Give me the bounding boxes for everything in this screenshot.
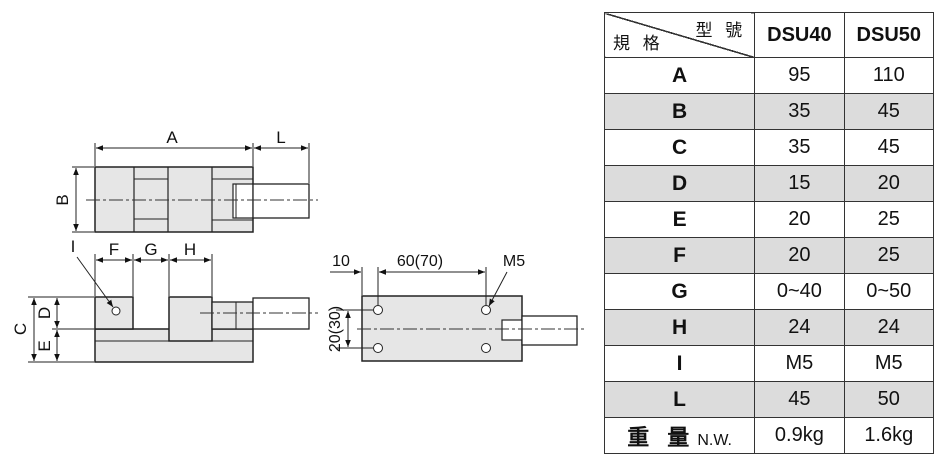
row-value-dsu50: 25 [843,201,935,238]
dim-label-a: A [166,128,178,147]
row-value-dsu40: 20 [754,237,845,274]
row-value-dsu50: 50 [843,381,935,418]
row-value-dsu50: 24 [843,309,935,346]
row-value-dsu40: M5 [754,345,845,382]
row-key: D [603,165,756,202]
table-row: F 20 25 [603,237,935,274]
end-screw-head [501,319,523,341]
weight-label-cn: 重 量 [627,424,696,450]
row-value-dsu40: 15 [754,165,845,202]
row-value-dsu50: 110 [843,57,935,94]
row-key: F [603,237,756,274]
row-key: C [603,129,756,166]
top-screw-shaft [252,183,310,219]
end-view: 10 60(70) M5 20(30) [327,253,586,362]
weight-value-dsu50: 1.6kg [843,417,935,454]
header-col-dsu50: DSU50 [843,12,935,58]
table-header-row: 型 號 規 格 DSU40 DSU50 [603,12,935,58]
table-row: D 15 20 [603,165,935,202]
spec-table: 型 號 規 格 DSU40 DSU50 A 95 110 B 35 45 C 3… [603,12,935,454]
row-value-dsu50: 45 [843,93,935,130]
table-row: L 45 50 [603,381,935,418]
row-key: E [603,201,756,238]
end-screw-shaft [521,315,578,346]
header-model-label: 型 號 [695,21,747,40]
dim-label-vert: 20(30) [327,306,344,352]
row-value-dsu50: 20 [843,165,935,202]
table-row: I M5 M5 [603,345,935,382]
dim-label-g: G [144,240,157,259]
end-hole-tl [373,305,383,315]
header-col-dsu40: DSU40 [754,12,845,58]
weight-label-en: N.W. [697,431,732,449]
table-row: C 35 45 [603,129,935,166]
row-value-dsu40: 20 [754,201,845,238]
header-spec-label: 規 格 [613,34,664,53]
row-value-dsu40: 45 [754,381,845,418]
table-row: A 95 110 [603,57,935,94]
row-key: I [603,345,756,382]
side-view: F G H I C D E [11,237,318,363]
table-row: G 0~40 0~50 [603,273,935,310]
dim-label-e: E [35,340,54,351]
row-value-dsu40: 24 [754,309,845,346]
row-value-dsu50: M5 [843,345,935,382]
row-value-dsu40: 35 [754,93,845,130]
row-key: G [603,273,756,310]
table-row: E 20 25 [603,201,935,238]
dim-label-d: D [35,307,54,319]
table-row: B 35 45 [603,93,935,130]
row-value-dsu50: 25 [843,237,935,274]
end-hole-tr [481,305,491,315]
dim-label-f: F [109,240,119,259]
end-hole-bl [373,343,383,353]
row-value-dsu50: 0~50 [843,273,935,310]
row-value-dsu40: 0~40 [754,273,845,310]
dim-label-pitch: 60(70) [397,253,443,270]
dim-label-l: L [276,128,285,147]
dim-label-i: I [71,237,76,256]
dim-label-m5: M5 [503,253,525,270]
table-row: H 24 24 [603,309,935,346]
side-hole-i [111,306,121,316]
row-value-dsu40: 35 [754,129,845,166]
end-hole-br [481,343,491,353]
dim-label-h: H [184,240,196,259]
row-key: A [603,57,756,94]
dim-label-b: B [53,194,72,205]
top-view: A L B [53,128,318,233]
row-key: B [603,93,756,130]
dim-label-c: C [11,323,30,335]
row-value-dsu40: 95 [754,57,845,94]
row-value-dsu50: 45 [843,129,935,166]
technical-drawing: A L B F G H I [11,128,586,363]
row-key: L [603,381,756,418]
dim-label-10: 10 [332,253,350,270]
row-key: H [603,309,756,346]
header-corner-cell: 型 號 規 格 [603,12,756,58]
side-moving-jaw [168,296,213,342]
side-nut-block [211,301,254,330]
weight-value-dsu40: 0.9kg [754,417,845,454]
